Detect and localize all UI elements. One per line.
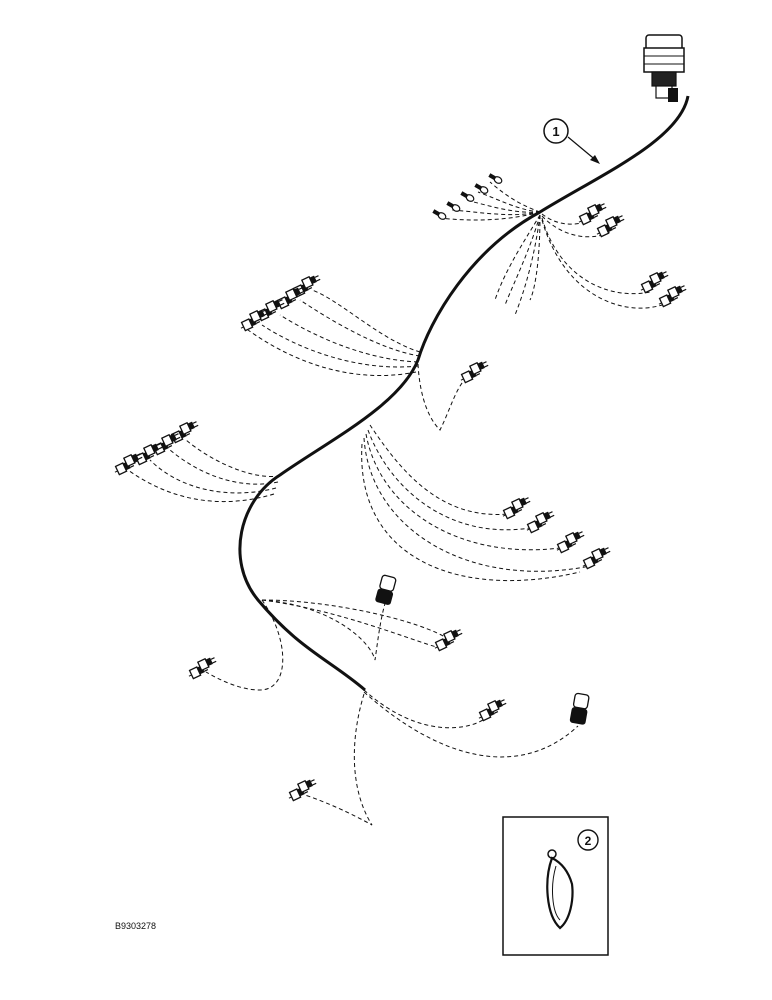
- plug-connector-bottom: [569, 692, 590, 725]
- bullet-terminals: [431, 171, 504, 222]
- strap-icon: [546, 856, 574, 930]
- main-harness-trunk: [238, 95, 690, 692]
- figure-code: B9303278: [115, 921, 156, 931]
- callout-1: 1: [543, 118, 600, 164]
- inset-strap-box: 2: [502, 816, 609, 956]
- callout-1-label: 1: [552, 124, 559, 139]
- round-connector: [643, 34, 685, 102]
- dashed-branch-wires: [127, 181, 671, 826]
- callout-2-label: 2: [585, 834, 592, 848]
- spade-connectors: [111, 201, 689, 802]
- plug-connector-middle: [375, 574, 397, 605]
